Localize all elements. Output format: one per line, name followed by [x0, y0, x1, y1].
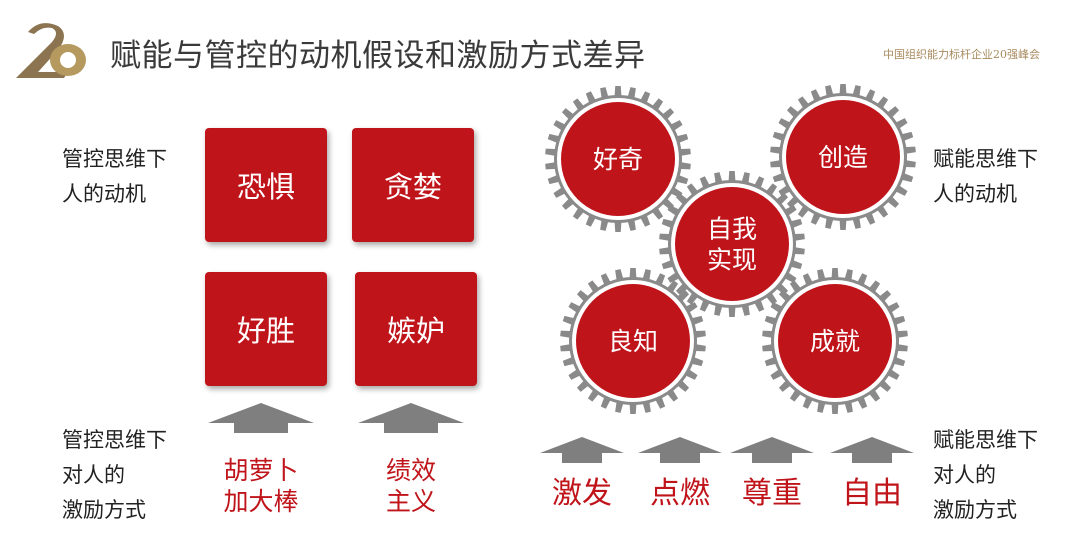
- gear-conscience: 良知: [560, 268, 706, 414]
- gear-core: [675, 187, 789, 301]
- incentive-ignite: 点燃: [650, 476, 710, 511]
- gear-curiosity: 好奇: [545, 86, 691, 232]
- logo-icon: [12, 22, 92, 88]
- gear-label: 实现: [707, 246, 757, 275]
- left-incentive-line-2: 对人的: [62, 463, 125, 487]
- gear-core: [778, 284, 892, 398]
- incentive-performance: 绩效 主义: [358, 455, 464, 517]
- left-motive-line-2: 人的动机: [62, 182, 146, 206]
- page-title: 赋能与管控的动机假设和激励方式差异: [110, 38, 646, 74]
- up-arrow-icon: [730, 437, 814, 463]
- right-motive-line-2: 人的动机: [933, 182, 1017, 206]
- right-motive-label: 赋能思维下 人的动机: [933, 142, 1038, 212]
- right-motive-line-1: 赋能思维下: [933, 147, 1038, 171]
- gear-creation: 创造: [770, 84, 916, 230]
- up-arrow-icon: [830, 437, 914, 463]
- summit-label: 中国组织能力标杆企业20强峰会: [883, 48, 1040, 61]
- incentive-inspire: 激发: [552, 476, 612, 511]
- left-motive-label: 管控思维下 人的动机: [62, 142, 167, 212]
- left-incentive-line-3: 激励方式: [62, 498, 146, 522]
- right-incentive-line-3: 激励方式: [933, 498, 1017, 522]
- motive-box-label: 嫉妒: [386, 314, 445, 348]
- incentive-carrot-stick: 胡萝卜 加大棒: [208, 455, 314, 517]
- up-arrow-icon: [540, 437, 624, 463]
- motive-box-competitive: 好胜: [205, 272, 327, 386]
- up-arrow-icon: [208, 403, 314, 433]
- incentive-line: 胡萝卜: [223, 456, 299, 485]
- incentive-line: 加大棒: [223, 487, 299, 516]
- right-incentive-label: 赋能思维下 对人的 激励方式: [933, 423, 1038, 528]
- gear-core: [576, 284, 690, 398]
- motive-box-fear: 恐惧: [205, 128, 327, 242]
- right-incentive-line-1: 赋能思维下: [933, 428, 1038, 452]
- right-incentive-line-2: 对人的: [933, 463, 996, 487]
- left-incentive-line-1: 管控思维下: [62, 428, 167, 452]
- left-incentive-label: 管控思维下 对人的 激励方式: [62, 423, 167, 528]
- motive-box-label: 贪婪: [383, 170, 442, 204]
- incentive-line: 绩效: [385, 456, 436, 485]
- gear-label: 良知: [608, 327, 658, 356]
- up-arrow-icon: [638, 437, 722, 463]
- gear-label: 好奇: [593, 145, 643, 174]
- motive-box-label: 恐惧: [236, 170, 295, 204]
- gear-label: 创造: [818, 143, 868, 172]
- up-arrow-icon: [358, 403, 464, 433]
- motive-box-label: 好胜: [236, 314, 295, 348]
- gear-achievement: 成就: [762, 268, 908, 414]
- motive-box-greed: 贪婪: [352, 128, 474, 242]
- gear-label: 成就: [810, 327, 860, 356]
- gear-core: [786, 100, 900, 214]
- incentive-freedom: 自由: [842, 476, 902, 511]
- incentive-line: 主义: [385, 487, 436, 516]
- incentive-respect: 尊重: [742, 476, 802, 511]
- gear-label: 自我: [707, 214, 757, 243]
- left-motive-line-1: 管控思维下: [62, 147, 167, 171]
- gear-core: [561, 102, 675, 216]
- motive-box-jealousy: 嫉妒: [355, 272, 477, 386]
